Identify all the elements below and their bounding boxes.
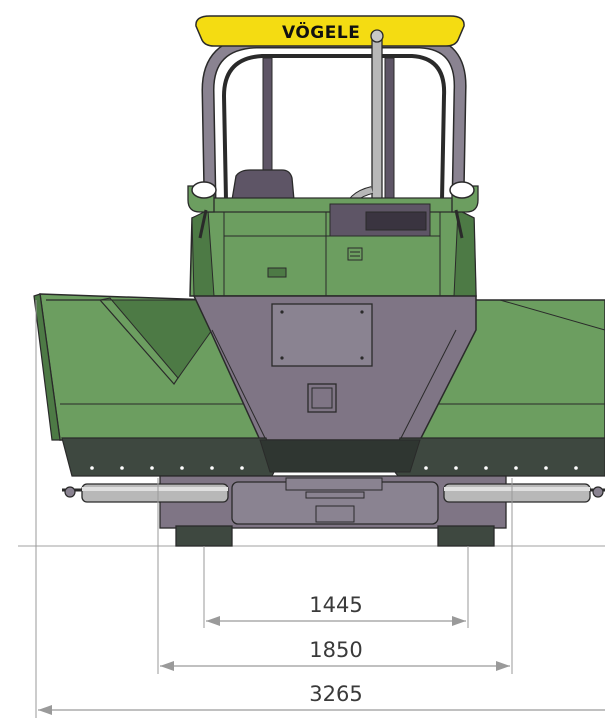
dimension-label-3265: 3265 (309, 682, 362, 706)
brand-logo: VÖGELE (282, 21, 360, 43)
dimension-track-gauge (203, 546, 469, 628)
dimension-label-1445: 1445 (309, 593, 362, 617)
right-track (437, 525, 495, 547)
operator-seat (231, 169, 295, 201)
left-track (175, 525, 233, 547)
right-push-roller (443, 483, 605, 503)
push-plate-band (61, 437, 605, 477)
dimension-hopper-width (35, 300, 605, 718)
dimension-label-1850: 1850 (309, 638, 362, 662)
engine-housing (189, 197, 477, 297)
dimension-track-outer-width (157, 478, 513, 674)
right-lamp-bracket (449, 181, 479, 239)
canopy-roof (195, 15, 465, 47)
left-push-roller (62, 483, 229, 503)
left-lamp-bracket (187, 181, 217, 239)
